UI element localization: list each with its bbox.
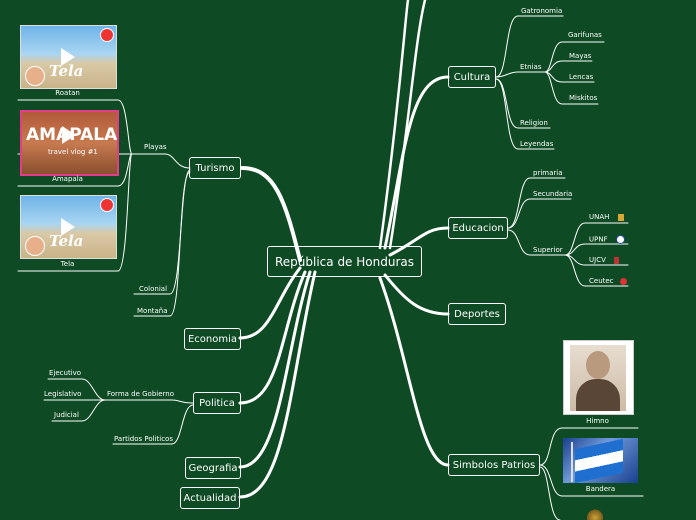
channel-badge-icon — [100, 28, 114, 42]
leaf-primaria[interactable]: primaria — [533, 169, 563, 177]
topic-politica[interactable]: Politica — [193, 392, 241, 414]
leaf-colonial[interactable]: Colonial — [139, 285, 168, 293]
central-topic[interactable]: República de Honduras — [267, 246, 422, 277]
ceutec-label: Ceutec — [589, 277, 614, 285]
ceutec-logo-icon — [619, 277, 627, 285]
upnf-label: UPNF — [589, 235, 608, 244]
leaf-etnias[interactable]: Etnias — [520, 63, 542, 71]
ujcv-label: UJCV — [589, 256, 606, 264]
leaf-ejecutivo[interactable]: Ejecutivo — [49, 369, 82, 377]
topic-cultura[interactable]: Cultura — [448, 66, 496, 88]
topic-economia[interactable]: Economia — [184, 328, 241, 350]
leaf-lencas[interactable]: Lencas — [569, 73, 594, 81]
topic-actualidad[interactable]: Actualidad — [180, 487, 240, 509]
leaf-ujcv[interactable]: UJCV — [589, 256, 620, 264]
play-icon — [61, 48, 75, 66]
leaf-legislativo[interactable]: Legislativo — [44, 390, 82, 398]
play-icon — [61, 218, 75, 236]
avatar — [25, 66, 45, 86]
leaf-forma-de-gobierno[interactable]: Forma de Gobierno — [107, 390, 174, 398]
himno-portrait-image[interactable] — [563, 340, 634, 415]
leaf-religion[interactable]: Religion — [520, 119, 548, 127]
caption-tela: Tela — [60, 260, 75, 268]
caption-himno: Himno — [586, 417, 609, 425]
video-thumbnail-amapala[interactable]: AMAPALA travel vlog #1 — [20, 110, 119, 176]
leaf-miskitos[interactable]: Miskitos — [569, 94, 598, 102]
topic-geografia[interactable]: Geografia — [185, 457, 241, 479]
channel-badge-icon — [100, 198, 114, 212]
leaf-ceutec[interactable]: Ceutec — [589, 277, 627, 285]
play-icon — [62, 126, 76, 144]
leaf-partidos-politicos[interactable]: Partidos Politicos — [114, 435, 173, 443]
avatar — [25, 236, 45, 256]
leaf-montana[interactable]: Montaña — [137, 307, 168, 315]
upnf-logo-icon — [615, 235, 625, 244]
leaf-playas[interactable]: Playas — [144, 143, 167, 151]
topic-simbolos-patrios[interactable]: Simbolos Patrios — [448, 454, 540, 476]
leaf-gastronomia[interactable]: Gatronomia — [521, 7, 563, 15]
video-thumbnail-roatan[interactable]: Tela — [20, 25, 117, 89]
bandera-flag-image[interactable] — [563, 438, 638, 483]
leaf-leyendas[interactable]: Leyendas — [520, 140, 554, 148]
caption-amapala: Amapala — [52, 175, 83, 183]
topic-educacion[interactable]: Educacion — [448, 217, 508, 239]
video-thumbnail-tela[interactable]: Tela — [20, 195, 117, 259]
tela-title-text: Tela — [49, 232, 84, 250]
leaf-mayas[interactable]: Mayas — [569, 52, 592, 60]
caption-roatan: Roatan — [55, 89, 80, 97]
caption-bandera: Bandera — [585, 485, 616, 493]
leaf-secundaria[interactable]: Secundaria — [533, 190, 573, 198]
leaf-garifunas[interactable]: Garifunas — [568, 31, 602, 39]
leaf-upnf[interactable]: UPNF — [589, 235, 625, 244]
escudo-emblem-icon[interactable] — [586, 508, 604, 520]
topic-turismo[interactable]: Turismo — [189, 157, 241, 179]
tela-title-text: Tela — [49, 62, 84, 80]
unah-label: UNAH — [589, 213, 610, 221]
leaf-superior[interactable]: Superior — [533, 246, 563, 254]
leaf-unah[interactable]: UNAH — [589, 213, 624, 221]
unah-logo-icon — [617, 213, 624, 221]
ujcv-logo-icon — [614, 256, 620, 264]
topic-deportes[interactable]: Deportes — [448, 303, 506, 325]
leaf-judicial[interactable]: Judicial — [54, 411, 79, 419]
amapala-subtitle-text: travel vlog #1 — [48, 148, 98, 156]
